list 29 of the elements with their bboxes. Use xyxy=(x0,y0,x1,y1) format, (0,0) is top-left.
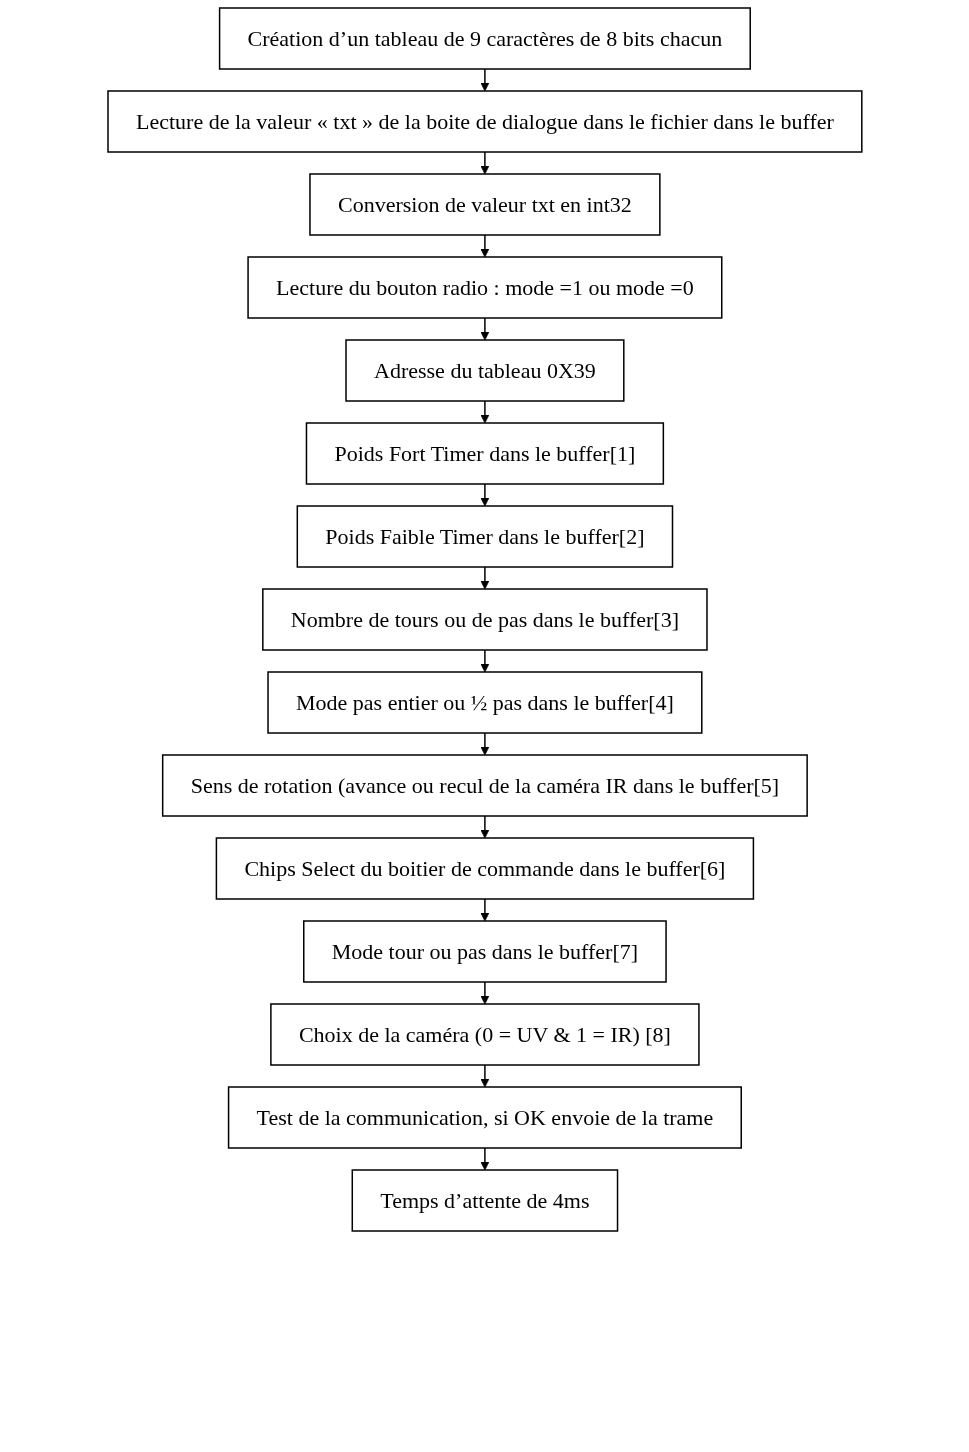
node-box: Chips Select du boitier de commande dans le buffer[6] xyxy=(215,837,754,900)
node-box: Poids Faible Timer dans le buffer[2] xyxy=(296,505,673,568)
arrow xyxy=(480,151,489,175)
arrow xyxy=(480,732,489,756)
node-box: Nombre de tours ou de pas dans le buffer[3] xyxy=(261,588,708,651)
node-box: Lecture du bouton radio : mode =1 ou mode =0 xyxy=(246,256,723,319)
node-box: Choix de la caméra (0 = UV & 1 = IR) [8] xyxy=(269,1003,700,1066)
arrow xyxy=(480,317,489,341)
arrow xyxy=(480,815,489,839)
arrow xyxy=(480,566,489,590)
arrow xyxy=(480,1064,489,1088)
node-box: Test de la communication, si OK envoie de la trame xyxy=(227,1086,742,1149)
node-box: Sens de rotation (avance ou recul de la caméra IR dans le buffer[5] xyxy=(161,754,808,817)
node-box: Temps d’attente de 4ms xyxy=(351,1169,618,1232)
arrow xyxy=(480,898,489,922)
node-box: Adresse du tableau 0X39 xyxy=(344,339,625,402)
node-box: Création d’un tableau de 9 caractères de 8 bits chacun xyxy=(218,7,751,70)
arrow xyxy=(480,68,489,92)
arrow xyxy=(480,1147,489,1171)
node-box: Lecture de la valeur « txt » de la boite de dialogue dans le fichier dans le buffer xyxy=(106,90,863,153)
node-box: Conversion de valeur txt en int32 xyxy=(308,173,661,236)
node-box: Mode tour ou pas dans le buffer[7] xyxy=(302,920,667,983)
arrow xyxy=(480,400,489,424)
node-box: Mode pas entier ou ½ pas dans le buffer[4] xyxy=(266,671,703,734)
arrow xyxy=(480,981,489,1005)
arrow xyxy=(480,649,489,673)
node-box: Poids Fort Timer dans le buffer[1] xyxy=(305,422,664,485)
arrow xyxy=(480,483,489,507)
arrow xyxy=(480,234,489,258)
